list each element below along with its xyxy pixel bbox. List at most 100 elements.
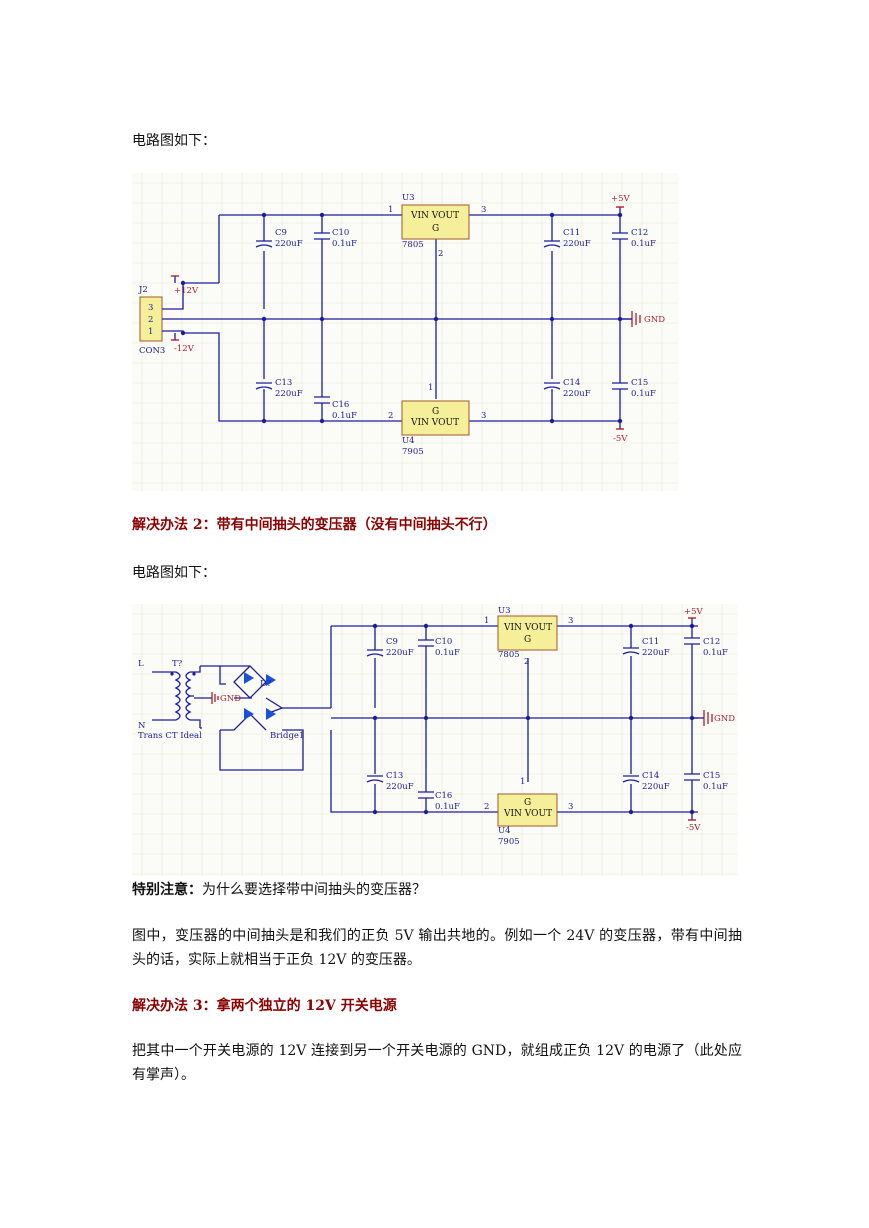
gnd-label: GND <box>644 315 665 325</box>
bridge-label: Bridge1 <box>270 731 304 741</box>
minus5-label: -5V <box>613 434 628 444</box>
c16-label: C16 <box>332 400 349 410</box>
u3-pin2: 2 <box>438 249 443 259</box>
c10-value-2: 0.1uF <box>435 648 460 658</box>
u3-regulator <box>401 204 470 240</box>
c10-value: 0.1uF <box>332 239 357 249</box>
plus12-label: +12V <box>174 286 199 296</box>
t-label: T? <box>172 659 183 669</box>
schematic-1: U3 7805 VIN VOUT G 1 3 2 U4 7905 VIN VOU… <box>132 173 678 491</box>
caption-2: 电路图如下： <box>132 565 216 581</box>
n-label: N <box>138 721 146 731</box>
c9-value-2: 220uF <box>386 648 414 658</box>
c13-label-2: C13 <box>386 771 403 781</box>
note-text: 为什么要选择带中间抽头的变压器？ <box>202 882 426 898</box>
c14-label-2: C14 <box>642 771 659 781</box>
wires-1 <box>174 207 632 429</box>
c9-label: C9 <box>275 228 287 238</box>
u4-regulator <box>401 400 470 436</box>
paragraph-2: 把其中一个开关电源的 12V 连接到另一个开关电源的 GND，就组成正负 12V… <box>132 1043 742 1083</box>
schematic-2-svg: U3 7805 VIN VOUT G 1 3 2 U4 7905 VIN VOU… <box>132 604 738 876</box>
u3-pin1-2: 1 <box>484 616 489 626</box>
u4-regulator-2 <box>497 793 558 827</box>
heading-solution-3: 解决办法 3：拿两个独立的 12V 开关电源 <box>132 998 397 1014</box>
capacitors-1 <box>255 232 628 404</box>
c10-label-2: C10 <box>435 637 452 647</box>
schematic-2: U3 7805 VIN VOUT G 1 3 2 U4 7905 VIN VOU… <box>132 604 738 876</box>
c10-label: C10 <box>332 228 349 238</box>
u3-pin3-2: 3 <box>568 616 573 626</box>
c12-value-2: 0.1uF <box>703 648 728 658</box>
c14-value-2: 220uF <box>642 782 670 792</box>
schematic-1-svg: U3 7805 VIN VOUT G 1 3 2 U4 7905 VIN VOU… <box>132 173 678 491</box>
u3-pins-2: VIN VOUT <box>503 623 552 633</box>
grid-2 <box>132 604 738 876</box>
plus5-label: +5V <box>611 194 631 204</box>
c15-value-2: 0.1uF <box>703 782 728 792</box>
c9-value: 220uF <box>275 239 303 249</box>
note-label: 特别注意： <box>132 882 202 898</box>
u4-pin1: 1 <box>428 383 433 393</box>
j2-pin2: 2 <box>148 315 153 325</box>
junctions-2 <box>372 623 695 815</box>
c12-label: C12 <box>631 228 648 238</box>
c13-value-2: 220uF <box>386 782 414 792</box>
u4-part: 7905 <box>402 447 424 457</box>
u4-pin3: 3 <box>481 411 486 421</box>
trans-label: Trans CT Ideal <box>138 731 202 741</box>
c16-label-2: C16 <box>435 791 452 801</box>
j2-pin1: 1 <box>148 327 153 337</box>
u4-part-2: 7905 <box>498 837 520 847</box>
junctions-1 <box>180 212 623 424</box>
gnd-label-2: GND <box>714 714 735 724</box>
u3-pin1: 1 <box>388 205 393 215</box>
u3-pin3: 3 <box>481 205 486 215</box>
j2-pin3: 3 <box>148 303 153 313</box>
bridge-2 <box>244 672 276 720</box>
u4-pins-2: VIN VOUT <box>503 809 552 819</box>
u4-label-2: U4 <box>498 826 511 836</box>
d-label: D? <box>260 679 272 689</box>
c14-label: C14 <box>563 378 580 388</box>
u3-part: 7805 <box>402 240 424 250</box>
l-label: L <box>138 659 144 669</box>
con3-label: CON3 <box>139 346 165 356</box>
u4-pin2-2: 2 <box>484 802 489 812</box>
c14-value: 220uF <box>563 389 591 399</box>
c11-value-2: 220uF <box>642 648 670 658</box>
u4-pins: VIN VOUT <box>410 418 459 428</box>
u3-regulator-2 <box>497 615 558 651</box>
u3-label: U3 <box>402 193 415 203</box>
paragraph-1: 图中，变压器的中间抽头是和我们的正负 5V 输出共地的。例如一个 24V 的变压… <box>132 928 742 968</box>
c16-value-2: 0.1uF <box>435 802 460 812</box>
c15-label-2: C15 <box>703 771 720 781</box>
u3-pins: VIN VOUT <box>410 211 459 221</box>
u4-pin1-2: 1 <box>520 777 525 787</box>
note: 特别注意：为什么要选择带中间抽头的变压器？ <box>132 878 426 902</box>
c12-label-2: C12 <box>703 637 720 647</box>
caption-1: 电路图如下： <box>132 133 216 149</box>
c11-value: 220uF <box>563 239 591 249</box>
c11-label-2: C11 <box>642 637 659 647</box>
gnd-label-t: GND <box>220 694 241 704</box>
c13-value: 220uF <box>275 389 303 399</box>
c11-label: C11 <box>563 228 580 238</box>
transformer-2 <box>152 666 201 728</box>
u4-pin2: 2 <box>388 411 393 421</box>
u4-label: U4 <box>402 436 415 446</box>
c9-label-2: C9 <box>386 637 398 647</box>
c15-value: 0.1uF <box>631 389 656 399</box>
u3-pin2-2: 2 <box>524 657 529 667</box>
u3-g-2: G <box>524 635 531 645</box>
heading-solution-2: 解决办法 2：带有中间抽头的变压器（没有中间抽头不行） <box>132 517 497 533</box>
c12-value: 0.1uF <box>631 239 656 249</box>
plus5-label-2: +5V <box>684 607 704 617</box>
gnd-symbol-1 <box>620 311 641 327</box>
j2-label: J2 <box>138 285 148 295</box>
u4-pin3-2: 3 <box>568 802 573 812</box>
c13-label: C13 <box>275 378 292 388</box>
u3-g: G <box>432 224 439 234</box>
u3-label-2: U3 <box>498 606 511 616</box>
minus5-label-2: -5V <box>686 823 701 833</box>
minus12-label: -12V <box>174 344 195 354</box>
